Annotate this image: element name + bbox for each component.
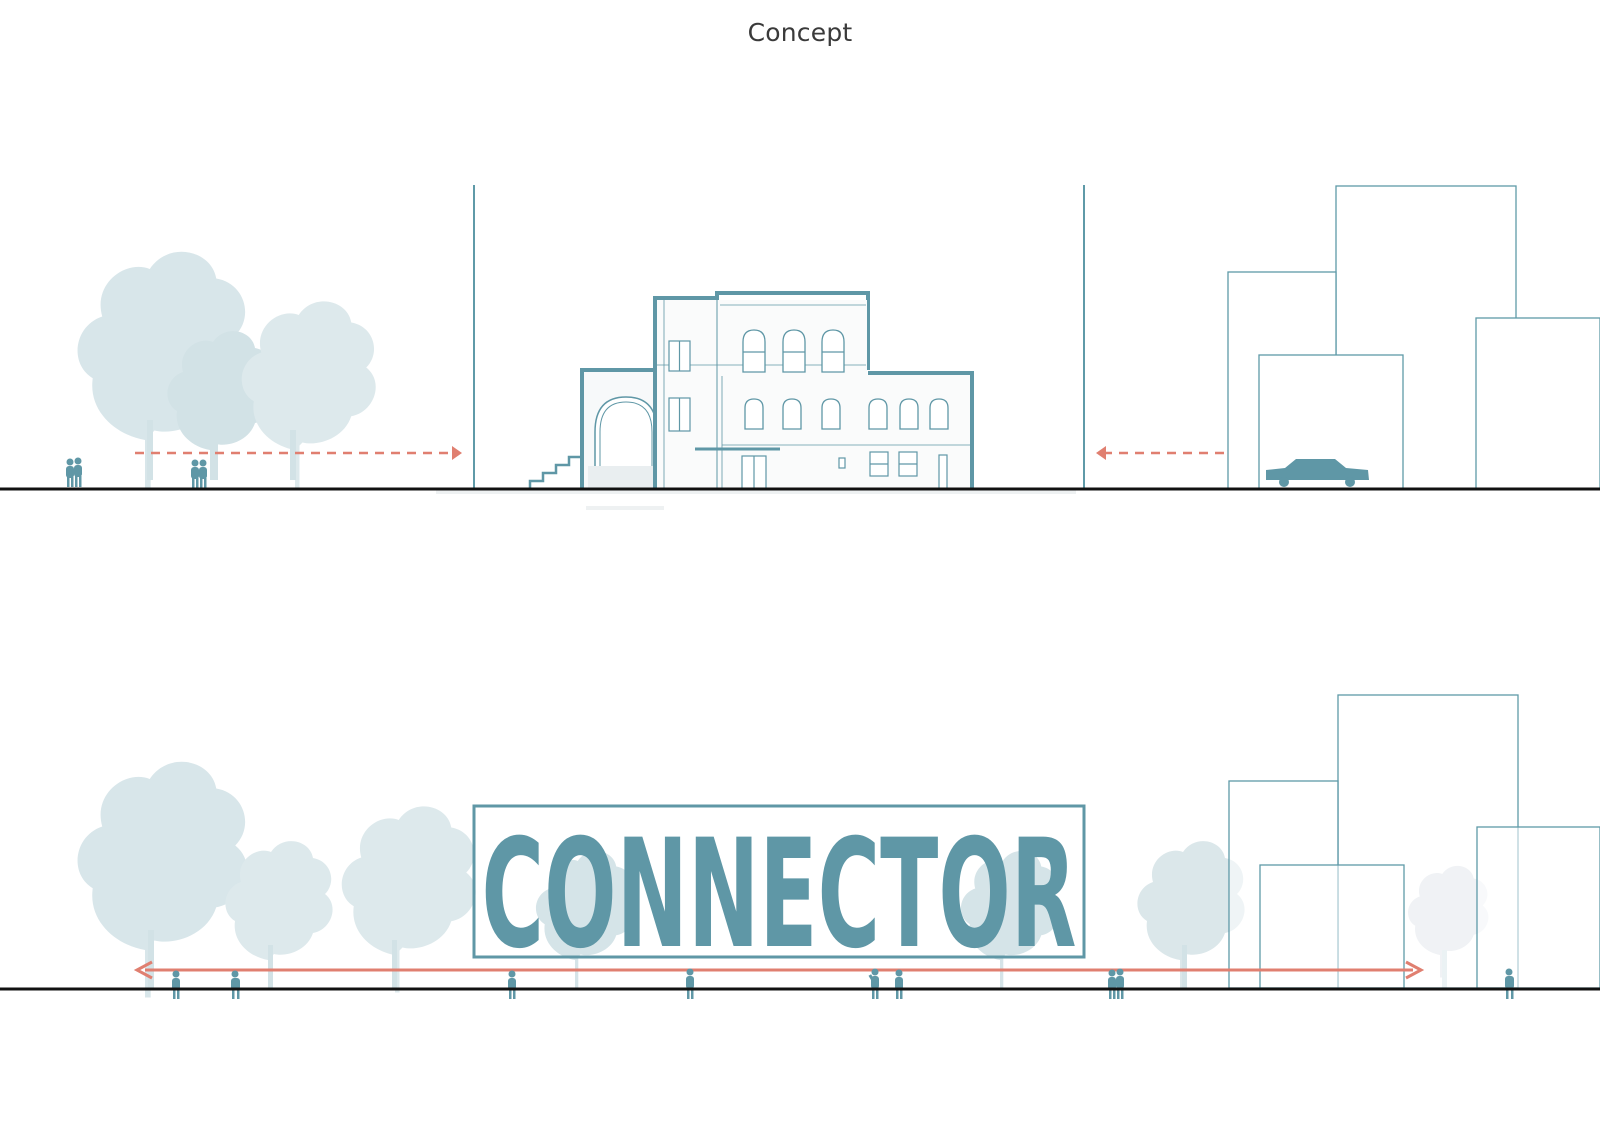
tower-windows <box>668 340 691 432</box>
ground-floor-openings <box>741 451 948 490</box>
building-tower <box>653 291 870 489</box>
arrowhead-left <box>1096 446 1106 460</box>
tree-trunk <box>212 430 218 480</box>
connector-sign: CONNECTOR <box>472 804 1086 982</box>
pedestrian <box>868 968 879 999</box>
tree <box>241 301 376 488</box>
tree-trunk <box>148 930 154 988</box>
pedestrian <box>172 970 180 999</box>
tree <box>77 761 248 998</box>
pedestrian <box>191 459 199 488</box>
historic-building <box>528 291 974 490</box>
tree-trunk <box>290 430 296 480</box>
pedestrian <box>74 457 82 487</box>
people-group-bottom <box>172 968 1514 999</box>
tree-group-left <box>77 251 376 488</box>
tree <box>341 806 476 993</box>
pedestrian <box>1116 968 1124 999</box>
upper-windows <box>742 329 845 373</box>
tree-trunk <box>147 420 153 480</box>
tree-trunk <box>268 945 273 988</box>
entrance-arch <box>594 396 658 470</box>
city-blocks-bottom <box>1228 694 1600 989</box>
pedestrian <box>1505 968 1514 999</box>
building-shadow <box>436 490 1076 494</box>
tree-trunk <box>1182 945 1187 988</box>
arrowhead-right <box>1405 960 1425 980</box>
pedestrian <box>508 970 516 999</box>
car-icon <box>1266 459 1369 487</box>
building-shadow <box>586 506 664 510</box>
entrance-stair <box>528 455 582 489</box>
building-right-wing <box>868 371 974 489</box>
people-group <box>66 457 207 488</box>
arrowhead-left <box>133 960 153 980</box>
connector-text: CONNECTOR <box>482 808 1077 982</box>
pedestrian <box>1108 969 1116 999</box>
block <box>1475 317 1600 490</box>
city-blocks-top <box>1227 185 1600 490</box>
tree-trunk <box>392 940 397 988</box>
pedestrian <box>66 458 74 487</box>
connector-frame <box>472 804 1086 959</box>
top-panel <box>0 185 1600 510</box>
lower-windows <box>744 398 949 430</box>
pedestrian <box>895 969 903 999</box>
building-left-wing <box>580 368 655 489</box>
pedestrian <box>231 970 240 999</box>
block <box>1476 826 1600 989</box>
bidirectional-arrow <box>133 960 1425 980</box>
block <box>1259 864 1405 989</box>
page-title: Concept <box>747 18 853 47</box>
bottom-panel: CONNECTOR <box>0 694 1600 999</box>
pedestrian <box>686 968 694 999</box>
pedestrian <box>199 459 207 488</box>
arrowhead-right <box>452 446 462 460</box>
